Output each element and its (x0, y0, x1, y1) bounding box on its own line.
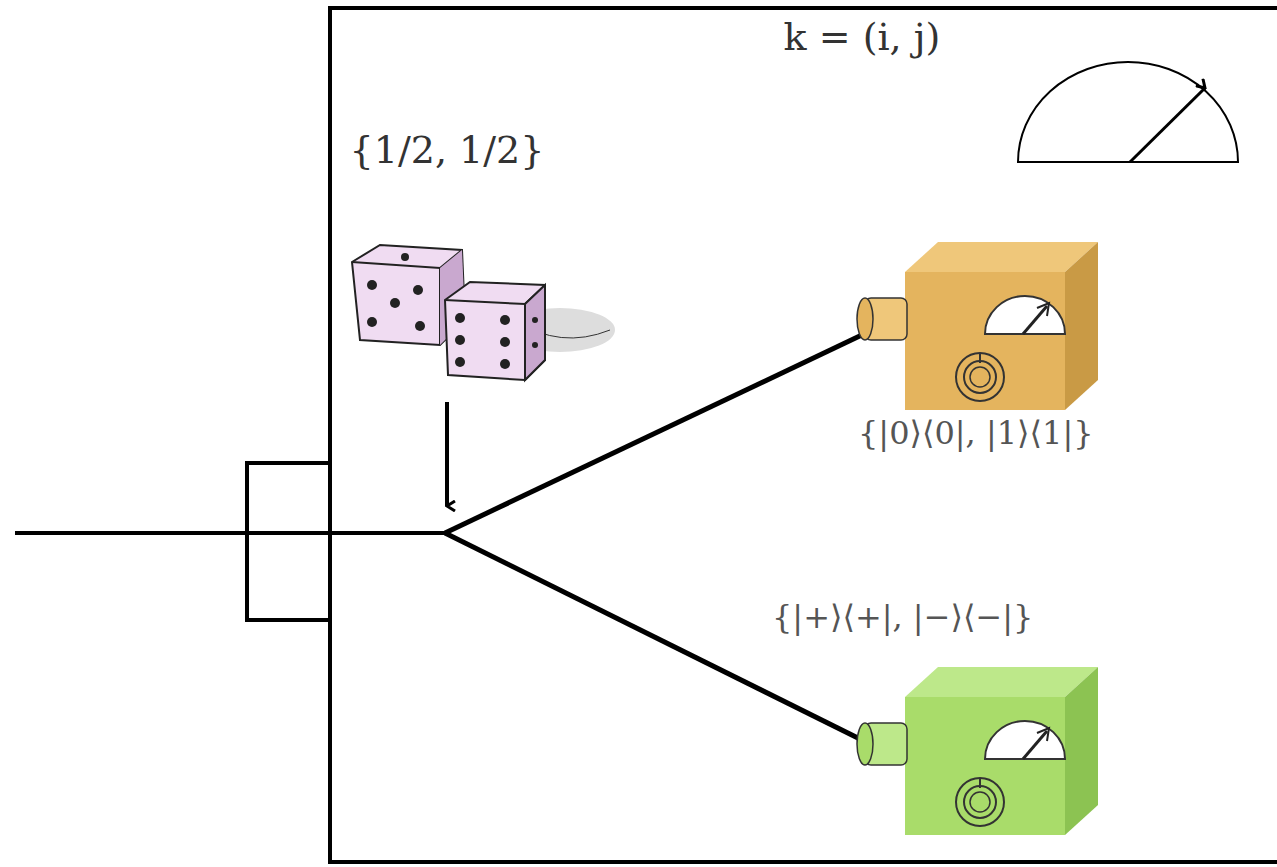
measurement-device: {|+⟩⟨+|, |−⟩⟨−|} (770, 592, 1230, 842)
measurement-basis: {|0⟩⟨0|, |1⟩⟨1|} (858, 414, 1094, 452)
outcome-label: k = (i, j) (784, 15, 941, 59)
measurement-basis: {|+⟩⟨+|, |−⟩⟨−|} (772, 598, 1033, 636)
branch-wire (445, 533, 872, 745)
branch-wire (445, 333, 866, 533)
enclosure (330, 8, 1277, 862)
measurement-device: {|0⟩⟨0|, |1⟩⟨1|} (850, 236, 1210, 468)
outcome-meter (1018, 62, 1238, 162)
input-wire (15, 531, 445, 535)
input-port (247, 463, 330, 620)
choice-arrow (445, 402, 449, 506)
probability-label: {1/2, 1/2} (350, 128, 545, 172)
dice (352, 245, 615, 380)
